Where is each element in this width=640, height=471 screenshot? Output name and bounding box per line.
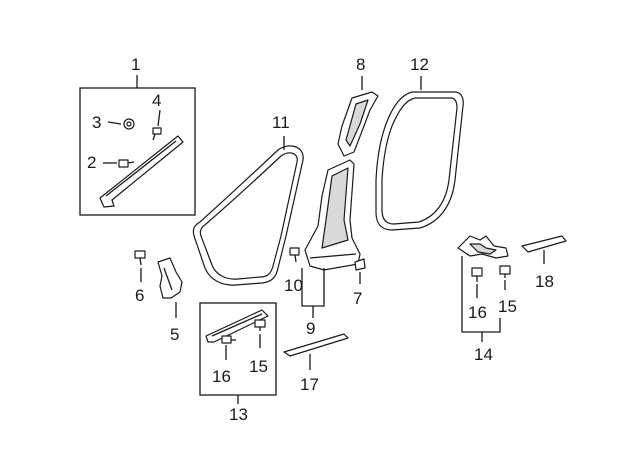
rear-door-weatherstrip-shape [375, 91, 464, 231]
callout-7: 7 [353, 289, 362, 308]
callout-3: 3 [92, 113, 101, 132]
group-1-box [79, 87, 196, 216]
nut-icon [123, 118, 135, 130]
bolt-icon [289, 247, 300, 263]
front-sill-plate-shape [283, 333, 349, 357]
callout-10: 10 [284, 276, 303, 295]
clip-icon [499, 265, 511, 278]
screw-icon [152, 127, 162, 141]
bolt-icon [118, 159, 135, 168]
leader-4 [157, 109, 161, 127]
pillar-trim-lower-shape [157, 257, 183, 299]
callout-16a: 16 [212, 367, 231, 386]
callout-6: 6 [135, 286, 144, 305]
callout-4: 4 [152, 91, 161, 110]
callout-17: 17 [300, 375, 319, 394]
leader-3 [107, 121, 122, 125]
clip-icon [254, 319, 266, 331]
callout-2: 2 [87, 153, 96, 172]
front-scuff-trim-shape [99, 135, 184, 208]
callout-5: 5 [170, 325, 179, 344]
bolt-icon [471, 267, 483, 282]
cap-icon [354, 258, 366, 271]
callout-16b: 16 [468, 303, 487, 322]
callout-14: 14 [474, 345, 493, 364]
bracket-14 [461, 256, 501, 333]
callout-18: 18 [535, 272, 554, 291]
callout-9: 9 [306, 319, 315, 338]
callout-12: 12 [410, 55, 429, 74]
callout-13: 13 [229, 405, 248, 424]
bracket-9 [301, 268, 325, 307]
callout-1: 1 [131, 55, 140, 74]
callout-15b: 15 [498, 297, 517, 316]
bolt-icon [221, 335, 236, 344]
callout-11: 11 [272, 113, 290, 132]
front-door-weatherstrip-shape [192, 145, 304, 286]
rear-sill-plate-shape [521, 235, 567, 253]
callout-15a: 15 [249, 357, 268, 376]
bolt-icon [134, 250, 146, 266]
callout-8: 8 [356, 55, 365, 74]
